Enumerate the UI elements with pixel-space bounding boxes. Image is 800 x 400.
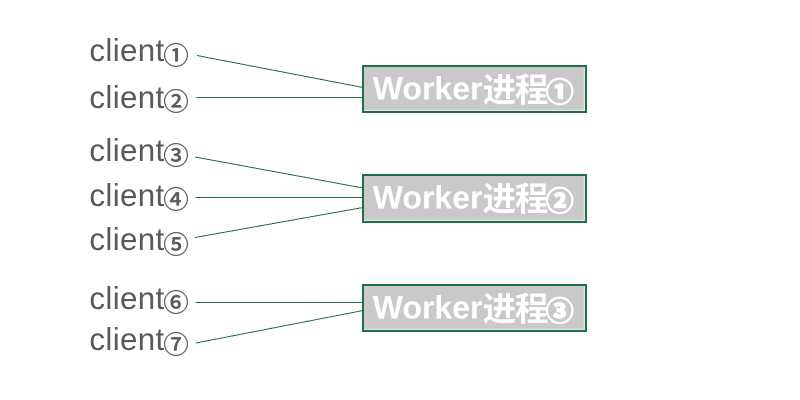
svg-text:Worker: Worker — [373, 180, 483, 216]
svg-text:Worker: Worker — [373, 70, 483, 106]
svg-text:Worker: Worker — [373, 289, 483, 325]
